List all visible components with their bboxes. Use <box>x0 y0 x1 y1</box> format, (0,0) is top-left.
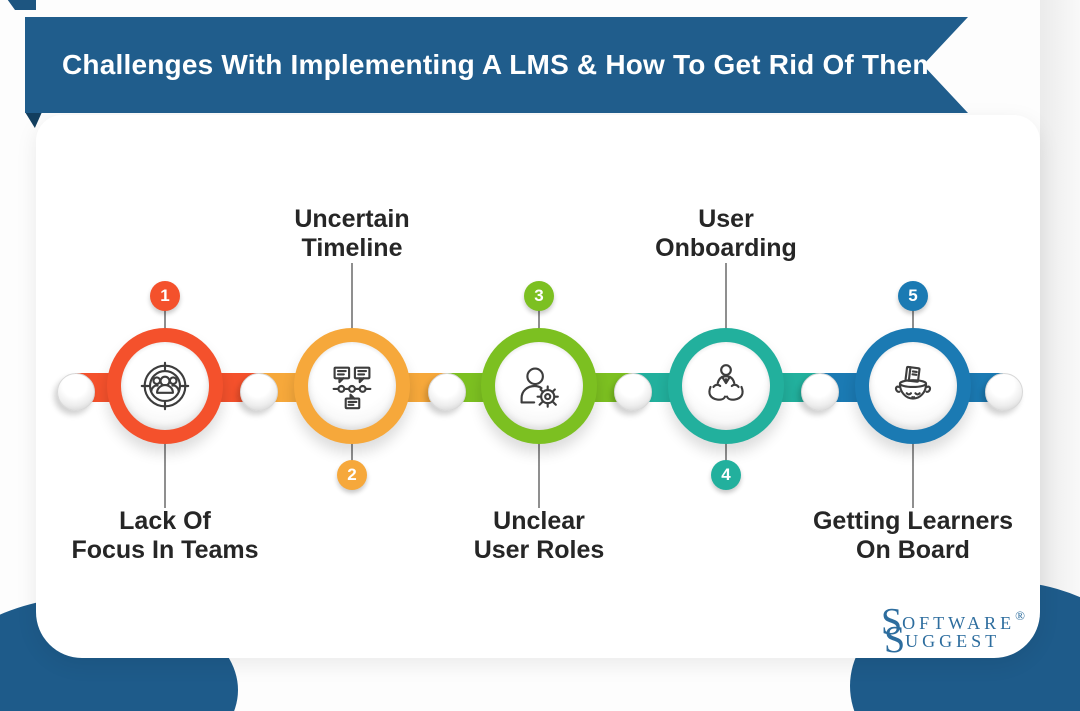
top-left-accent-shape <box>7 0 36 10</box>
step-label: User Onboarding <box>655 205 797 262</box>
step-circle <box>668 328 784 444</box>
team-focus-icon <box>136 357 194 415</box>
step-circle <box>481 328 597 444</box>
timeline-sphere <box>801 373 839 411</box>
step-circle-inner <box>869 342 957 430</box>
user-gear-icon <box>510 357 568 415</box>
step-label: Uncertain Timeline <box>294 205 410 262</box>
step-label: Getting Learners On Board <box>812 507 1014 564</box>
flow-chat-timeline-icon <box>323 357 381 415</box>
timeline-sphere <box>57 373 95 411</box>
step-circle <box>107 328 223 444</box>
step-number-badge: 3 <box>524 281 554 311</box>
logo-line-top: Software® <box>880 601 1025 643</box>
softwaresuggest-logo: Software® Suggest <box>880 601 1025 661</box>
step-circle-inner <box>495 342 583 430</box>
step-number-badge: 2 <box>337 460 367 490</box>
step-circle-inner <box>121 342 209 430</box>
book-into-head-icon <box>884 357 942 415</box>
logo-line-bottom: Suggest <box>883 619 1001 661</box>
step-circle <box>855 328 971 444</box>
hands-holding-user-icon <box>697 357 755 415</box>
page-title: Challenges With Implementing A LMS & How… <box>62 49 938 80</box>
step-number-badge: 4 <box>711 460 741 490</box>
step-number-badge: 1 <box>150 281 180 311</box>
step-circle <box>294 328 410 444</box>
timeline-sphere <box>240 373 278 411</box>
step-circle-inner <box>308 342 396 430</box>
step-label: Unclear User Roles <box>473 507 605 564</box>
registered-mark: ® <box>1015 608 1025 623</box>
timeline-sphere <box>985 373 1023 411</box>
step-label: Lack Of Focus In Teams <box>71 507 259 564</box>
timeline-sphere <box>614 373 652 411</box>
timeline-sphere <box>428 373 466 411</box>
step-number-badge: 5 <box>898 281 928 311</box>
step-circle-inner <box>682 342 770 430</box>
title-ribbon: Challenges With Implementing A LMS & How… <box>25 17 968 113</box>
